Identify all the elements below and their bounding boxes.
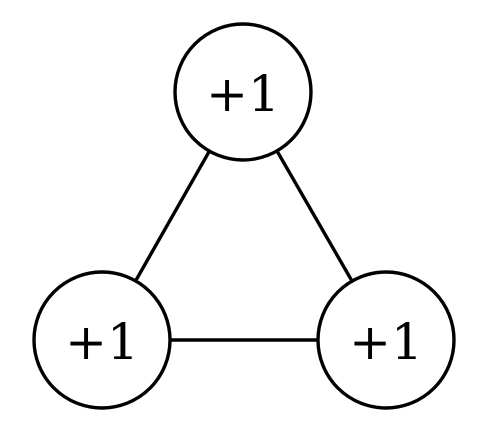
node-bottom-right-circle — [316, 270, 456, 410]
node-bottom-right-label: +1 — [349, 313, 423, 371]
node-bottom-left-label: +1 — [65, 313, 139, 371]
node-bottom-left-circle — [32, 270, 172, 410]
node-top-circle — [173, 22, 313, 162]
node-bottom-right: +1 — [316, 270, 456, 410]
node-top-label: +1 — [206, 65, 280, 123]
node-top: +1 — [173, 22, 313, 162]
node-bottom-left: +1 — [32, 270, 172, 410]
